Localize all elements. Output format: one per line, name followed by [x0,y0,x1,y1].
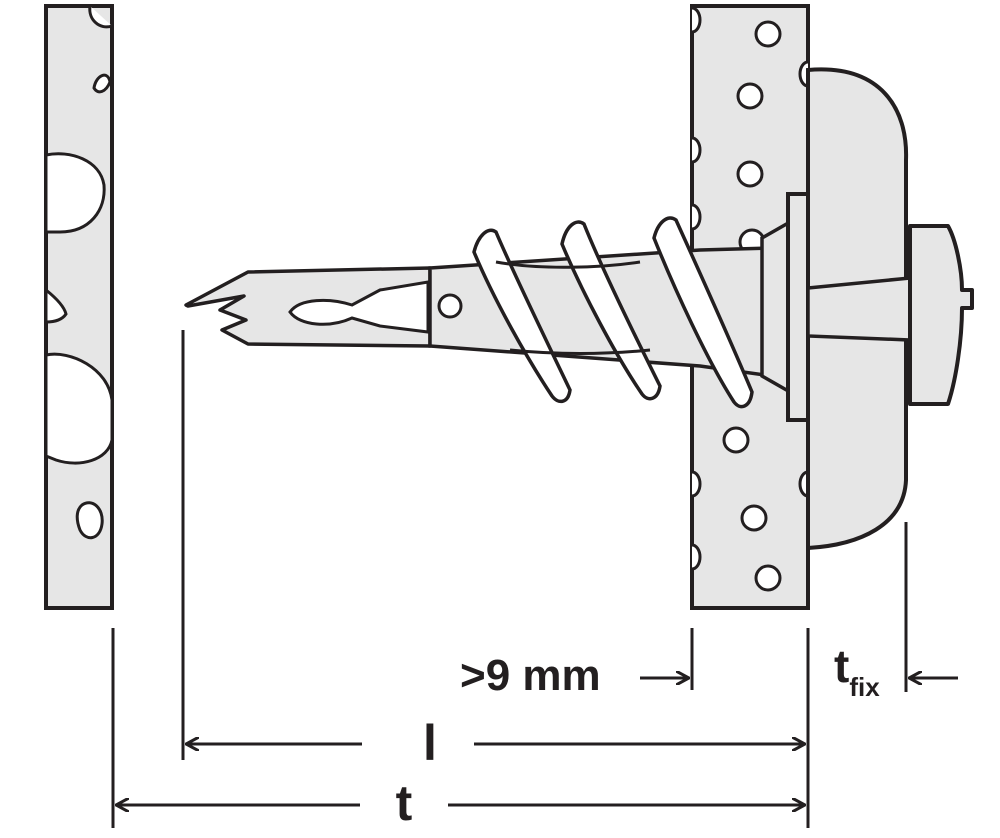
tfix-main: t [834,640,849,692]
tfix-label: tfix [834,640,880,702]
screw-length-label: l [423,715,437,771]
tfix-sub: fix [849,672,880,702]
total-depth-label: t [396,775,413,831]
min-depth-label: >9 mm [460,651,601,700]
drywall-anchor [184,192,974,422]
left-wall-panel [44,4,114,610]
